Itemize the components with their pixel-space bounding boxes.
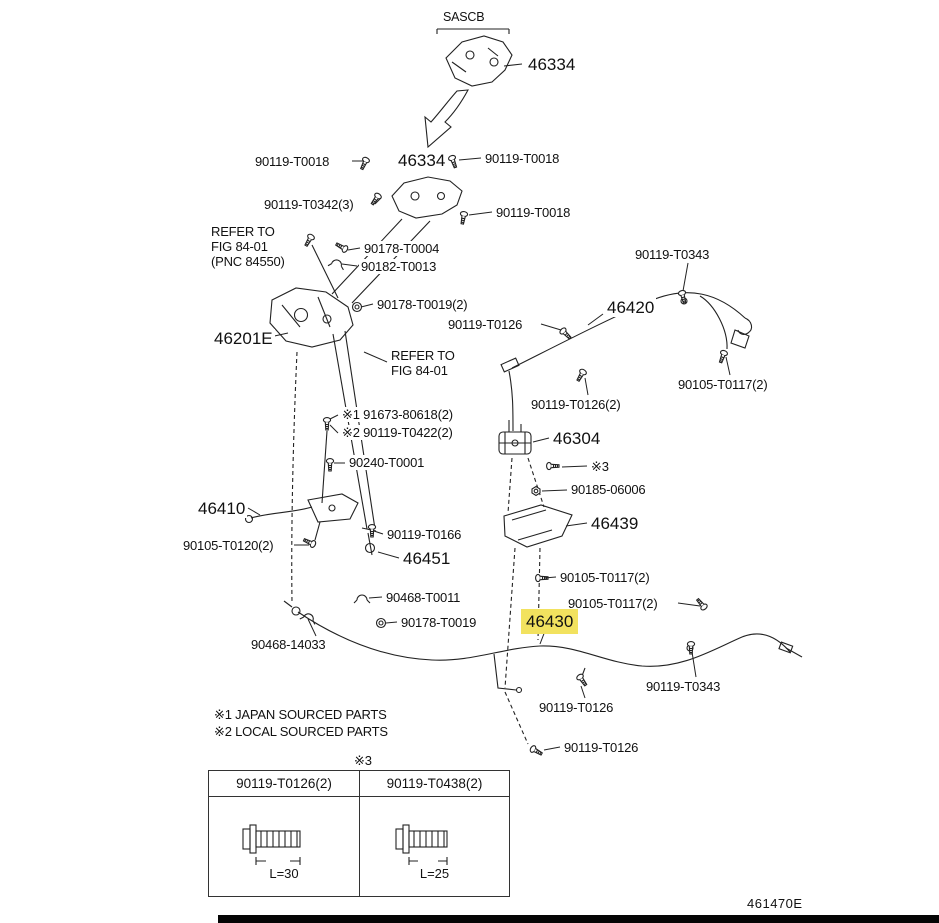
part-label-90105-T0117-c[interactable]: 90105-T0117(2) — [566, 596, 660, 611]
part-label-90105-T0117-a[interactable]: 90105-T0117(2) — [676, 377, 770, 392]
part-label-90468-T0011[interactable]: 90468-T0011 — [384, 590, 463, 605]
part-label-90178-T0004[interactable]: 90178-T0004 — [362, 241, 442, 256]
nut-icon — [531, 485, 541, 497]
part-label-90119-T0422[interactable]: ※2 90119-T0422(2) — [340, 425, 455, 440]
part-label-90119-T0343-a[interactable]: 90119-T0343 — [633, 247, 712, 262]
bolt-icon — [322, 417, 332, 431]
pedal-bracket-46201E-drawing — [269, 244, 376, 603]
part-label-91673-80618[interactable]: ※1 91673-80618(2) — [340, 407, 455, 422]
equalizer-46304-drawing — [498, 420, 545, 514]
part-label-46201E[interactable]: 46201E — [212, 329, 275, 348]
part-label-90119-T0166[interactable]: 90119-T0166 — [385, 527, 464, 542]
bolt-icon — [528, 744, 545, 758]
legend-note-local-sourced: ※2 LOCAL SOURCED PARTS — [212, 724, 390, 739]
bracket-46334-mid-drawing — [331, 176, 463, 304]
cable-46410-drawing — [244, 430, 359, 541]
part-label-90119-T0126-a[interactable]: 90119-T0126 — [446, 317, 525, 332]
part-label-46430-highlighted[interactable]: 46430 — [524, 612, 576, 631]
part-label-90178-T0019-2[interactable]: 90178-T0019(2) — [375, 297, 470, 312]
bolt-icon — [447, 153, 460, 170]
part-label-90178-T0019[interactable]: 90178-T0019 — [399, 615, 479, 630]
part-label-90185-06006[interactable]: 90185-06006 — [569, 482, 648, 497]
bolt-icon — [357, 155, 371, 172]
bolt-icon — [546, 461, 560, 471]
clamp-icon — [353, 594, 371, 604]
table-cell-bolt-l25: L=25 — [359, 797, 509, 896]
table-cell-bolt-l30: L=30 — [209, 797, 359, 896]
bolt-icon — [458, 210, 469, 226]
part-label-90119-T0342[interactable]: 90119-T0342(3) — [262, 197, 356, 212]
part-label-90119-T0018-b[interactable]: 90119-T0018 — [483, 151, 562, 166]
part-label-90119-T0126-d[interactable]: 90119-T0126 — [562, 740, 641, 755]
bolt-length-label-l25: L=25 — [419, 865, 450, 881]
direction-arrow — [424, 89, 469, 149]
bracket-46334-top-drawing — [445, 35, 523, 87]
part-label-90119-T0126-c[interactable]: 90119-T0126 — [537, 700, 616, 715]
part-label-46334-top[interactable]: 46334 — [526, 55, 578, 74]
bolt-icon — [325, 458, 335, 472]
bolt-drawing-l25 — [394, 823, 448, 865]
bolt-drawing-l30 — [242, 823, 301, 865]
legend-note-japan-sourced: ※1 JAPAN SOURCED PARTS — [212, 707, 389, 722]
bolt-icon — [575, 672, 590, 688]
part-label-90240-T0001[interactable]: 90240-T0001 — [347, 455, 427, 470]
part-label-90119-T0018-a[interactable]: 90119-T0018 — [253, 154, 332, 169]
part-label-46304[interactable]: 46304 — [551, 429, 603, 448]
assembly-tag-label: SASCB — [441, 10, 487, 25]
mark3-table-header: ※3 — [352, 753, 374, 768]
refer-note-fig8401: REFER TO FIG 84-01 — [389, 348, 457, 378]
part-label-90119-T0018-c[interactable]: 90119-T0018 — [494, 205, 573, 220]
part-label-46334-mid[interactable]: 46334 — [396, 151, 448, 170]
part-label-90182-T0013[interactable]: 90182-T0013 — [359, 259, 439, 274]
refer-note-pnc: REFER TO FIG 84-01 (PNC 84550) — [209, 224, 287, 269]
bolt-length-table: 90119-T0126(2) 90119-T0438(2) L=30 — [208, 770, 510, 897]
part-label-46439[interactable]: 46439 — [589, 514, 641, 533]
bolt-icon — [302, 232, 316, 249]
table-header-part-left[interactable]: 90119-T0126(2) — [209, 771, 359, 797]
bottom-black-bar — [218, 915, 939, 923]
bolt-icon — [301, 535, 318, 549]
bolt-icon — [694, 596, 709, 612]
mark3-callout: ※3 — [589, 459, 611, 474]
part-label-90105-T0120[interactable]: 90105-T0120(2) — [181, 538, 276, 553]
part-label-46420[interactable]: 46420 — [605, 298, 657, 317]
diagram-code: 461470E — [745, 896, 805, 911]
sascb-span-lines — [436, 28, 510, 34]
grommet-icon — [351, 301, 363, 313]
grommet-icon — [375, 617, 387, 629]
part-label-90468-14033[interactable]: 90468-14033 — [249, 637, 328, 652]
part-label-46410[interactable]: 46410 — [196, 499, 248, 518]
part-label-90119-T0126-b[interactable]: 90119-T0126(2) — [529, 397, 623, 412]
bolt-length-label-l30: L=30 — [269, 865, 299, 881]
bolt-icon — [333, 240, 350, 254]
table-header-part-right[interactable]: 90119-T0438(2) — [359, 771, 509, 797]
part-label-90105-T0117-b[interactable]: 90105-T0117(2) — [558, 570, 652, 585]
guard-46439-drawing — [503, 504, 573, 689]
part-label-90119-T0343-b[interactable]: 90119-T0343 — [644, 679, 723, 694]
cable-46430-drawing — [283, 600, 803, 745]
part-label-46451[interactable]: 46451 — [401, 549, 453, 568]
